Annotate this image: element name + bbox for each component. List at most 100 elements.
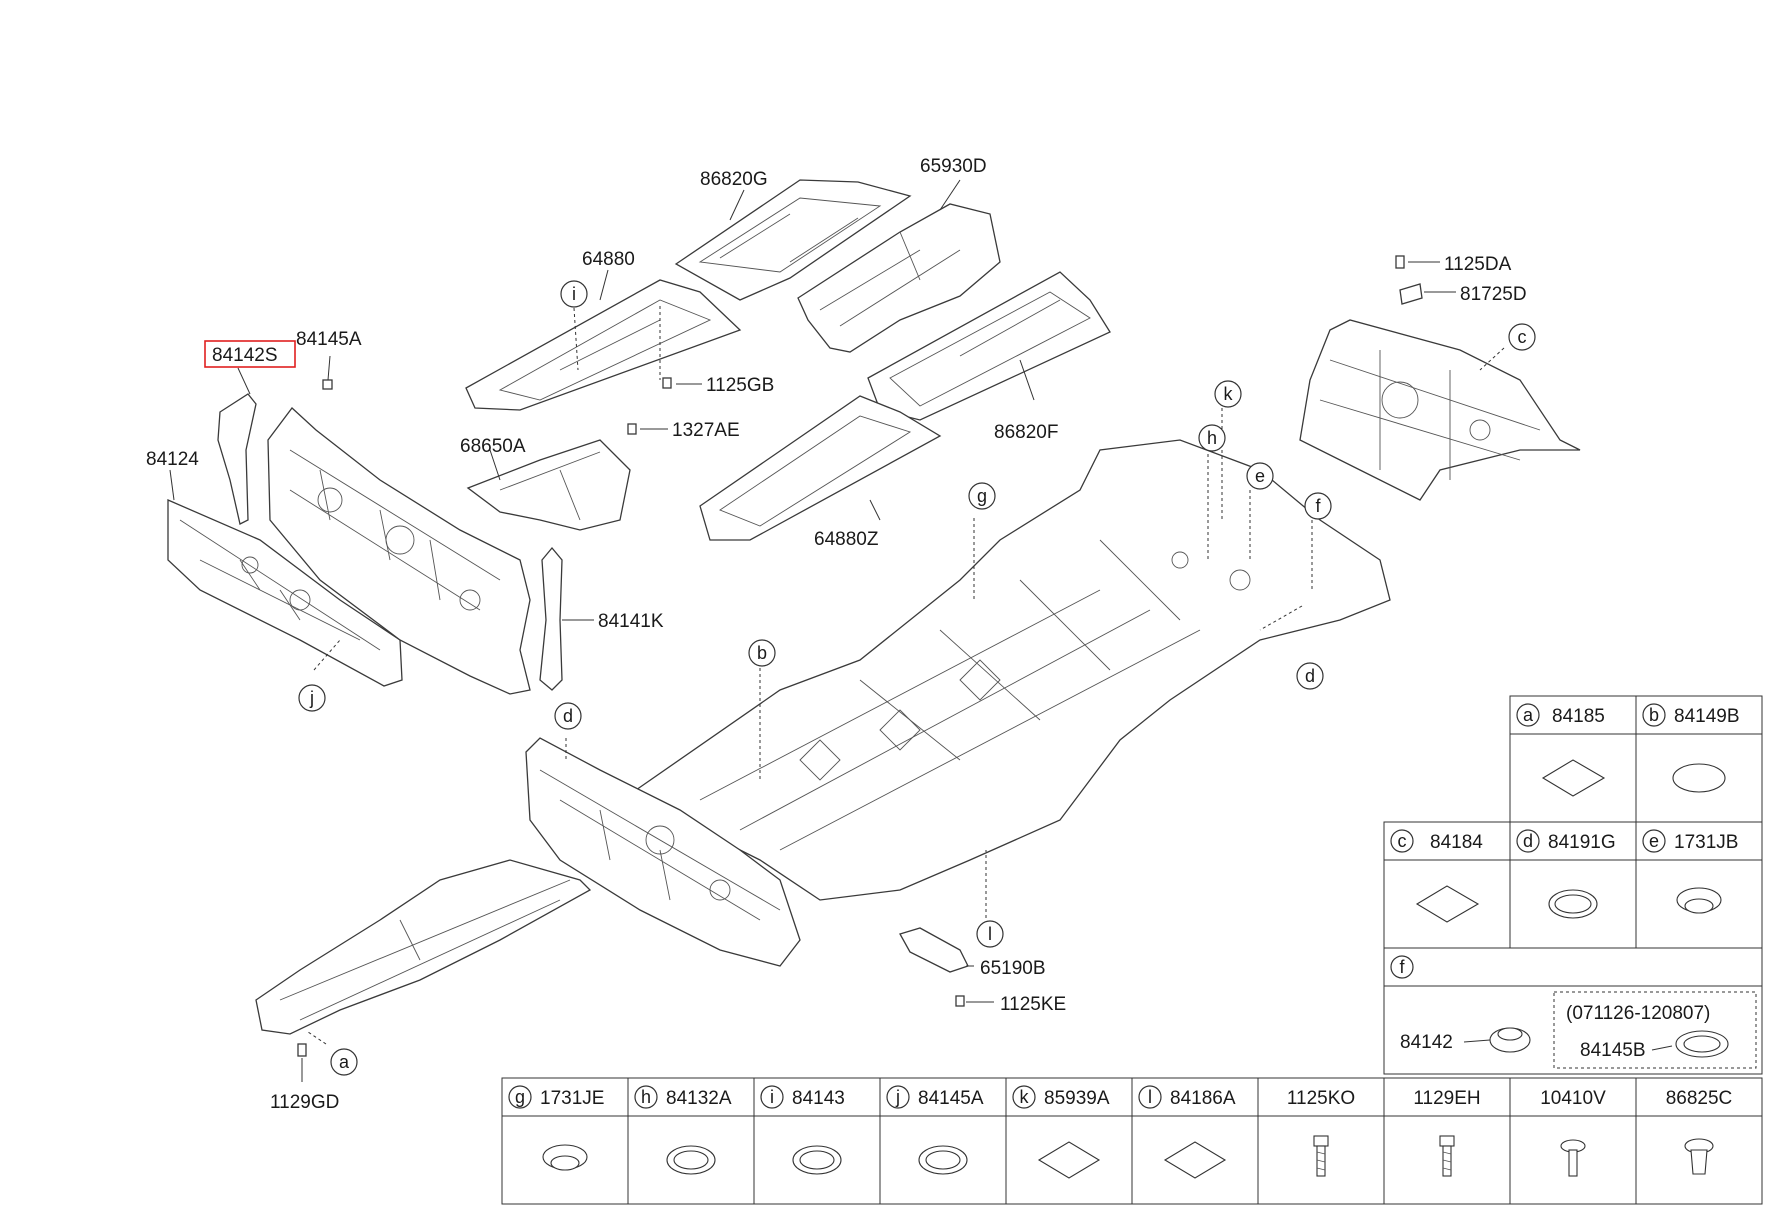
label-86820G: 86820G xyxy=(700,169,768,190)
table-ref-i: i xyxy=(770,1087,774,1107)
table-cell: l 84186A xyxy=(1138,1085,1236,1179)
label-81725D: 81725D xyxy=(1460,284,1527,305)
table-part-84184: 84184 xyxy=(1430,832,1483,853)
part-68650A xyxy=(466,439,631,531)
table-ref-c: c xyxy=(1398,831,1407,851)
label-84141K: 84141K xyxy=(598,611,664,632)
ref-d-left: d xyxy=(563,706,573,726)
table-ref-l: l xyxy=(1148,1087,1152,1107)
table-ref-d: d xyxy=(1523,831,1533,851)
bolt-icon xyxy=(1313,1135,1329,1177)
label-84124: 84124 xyxy=(146,449,199,470)
table-part-84143: 84143 xyxy=(792,1088,845,1109)
ring-icon xyxy=(666,1145,716,1175)
label-1125KE: 1125KE xyxy=(1000,994,1066,1015)
pad-icon xyxy=(1415,885,1480,923)
label-65190B: 65190B xyxy=(980,958,1046,979)
ref-l: l xyxy=(988,924,992,944)
leaders xyxy=(169,179,1505,1082)
ref-b: b xyxy=(757,643,767,663)
table-part-10410V: 10410V xyxy=(1540,1088,1606,1109)
table-cell: i 84143 xyxy=(760,1085,845,1175)
pad-icon xyxy=(1541,759,1606,797)
part-65930D xyxy=(797,203,1001,353)
table-cell: g 1731JE xyxy=(508,1085,604,1171)
table-cell: 1125KO xyxy=(1287,1088,1355,1177)
table-ref-k: k xyxy=(1020,1087,1030,1107)
label-65930D: 65930D xyxy=(920,156,987,177)
grommet-icon xyxy=(542,1144,588,1171)
ring-plug-inner-icon xyxy=(1554,894,1592,914)
table-cell: j 84145A xyxy=(886,1085,984,1175)
table-part-1129EH: 1129EH xyxy=(1413,1088,1480,1109)
label-1327AE: 1327AE xyxy=(672,420,740,441)
table-ref-f: f xyxy=(1399,957,1405,977)
label-84142S: 84142S xyxy=(212,345,278,366)
table-part-84145B: 84145B xyxy=(1580,1040,1646,1061)
screw-icon xyxy=(1560,1139,1586,1177)
bolt-icon xyxy=(1439,1135,1455,1177)
parts-table: a 84185 b 84149B c 84184 d 84191G e 1731… xyxy=(501,695,1763,1205)
pad-icon xyxy=(1037,1141,1101,1179)
table-part-84191G: 84191G xyxy=(1548,832,1616,853)
table-date-range: (071126-120807) xyxy=(1566,1003,1710,1024)
pad-icon xyxy=(1163,1141,1227,1179)
table-part-84185: 84185 xyxy=(1552,706,1605,727)
part-frame-rail xyxy=(255,859,592,1035)
part-64880Z xyxy=(699,395,942,541)
table-part-1125KO: 1125KO xyxy=(1287,1088,1355,1109)
part-86820G xyxy=(674,179,912,301)
ref-j: j xyxy=(309,688,314,708)
ring-icon xyxy=(918,1145,968,1175)
table-part-1731JE: 1731JE xyxy=(540,1088,604,1109)
row4-grid xyxy=(501,1077,1763,1205)
table-part-84186A: 84186A xyxy=(1170,1088,1236,1109)
table-part-85939A: 85939A xyxy=(1044,1088,1110,1109)
part-84141K xyxy=(539,546,563,691)
ref-h: h xyxy=(1207,428,1217,448)
ref-a: a xyxy=(339,1052,350,1072)
labels: 86820G 65930D 64880 1125GB 1327AE 84142S… xyxy=(146,156,1527,1113)
table-ref-h: h xyxy=(641,1087,651,1107)
table-ref-g: g xyxy=(515,1087,525,1107)
part-84142S xyxy=(217,393,257,525)
table-ref-a: a xyxy=(1523,705,1534,725)
label-84145A: 84145A xyxy=(296,329,362,350)
clip-icon xyxy=(1684,1138,1714,1175)
label-1129GD: 1129GD xyxy=(270,1092,339,1113)
cap-plug-top-icon xyxy=(1497,1027,1523,1041)
table-ref-e: e xyxy=(1649,831,1659,851)
ref-c: c xyxy=(1518,327,1527,347)
part-84124 xyxy=(167,499,403,687)
table-ref-b: b xyxy=(1649,705,1659,725)
table-ref-j: j xyxy=(895,1087,900,1107)
label-64880: 64880 xyxy=(582,249,635,270)
ref-e: e xyxy=(1255,466,1265,486)
table-cell: k 85939A xyxy=(1012,1085,1110,1179)
label-86820F: 86820F xyxy=(994,422,1058,443)
grommet-inner-icon xyxy=(1684,898,1714,914)
part-floor-pan xyxy=(634,439,1391,901)
ref-f: f xyxy=(1315,496,1321,516)
table-cell: 10410V xyxy=(1540,1088,1606,1177)
table-part-84142: 84142 xyxy=(1400,1032,1453,1053)
ref-i: i xyxy=(572,284,576,304)
highlight-box xyxy=(204,340,296,368)
label-68650A: 68650A xyxy=(460,436,526,457)
label-64880Z: 64880Z xyxy=(814,529,879,550)
label-1125DA: 1125DA xyxy=(1444,254,1512,275)
table-cell: 1129EH xyxy=(1413,1088,1481,1177)
part-dash-panel xyxy=(267,407,531,695)
ref-circles: i c k h e g f b d d j l a xyxy=(298,280,1536,1076)
ref-k: k xyxy=(1224,384,1234,404)
table-part-84145A: 84145A xyxy=(918,1088,984,1109)
table-part-84149B: 84149B xyxy=(1674,706,1740,727)
part-65190B xyxy=(899,927,969,973)
part-64880 xyxy=(465,279,742,411)
flat-plug-inner-icon xyxy=(1683,1035,1721,1053)
ref-d-right: d xyxy=(1305,666,1315,686)
label-1125GB: 1125GB xyxy=(706,375,774,396)
